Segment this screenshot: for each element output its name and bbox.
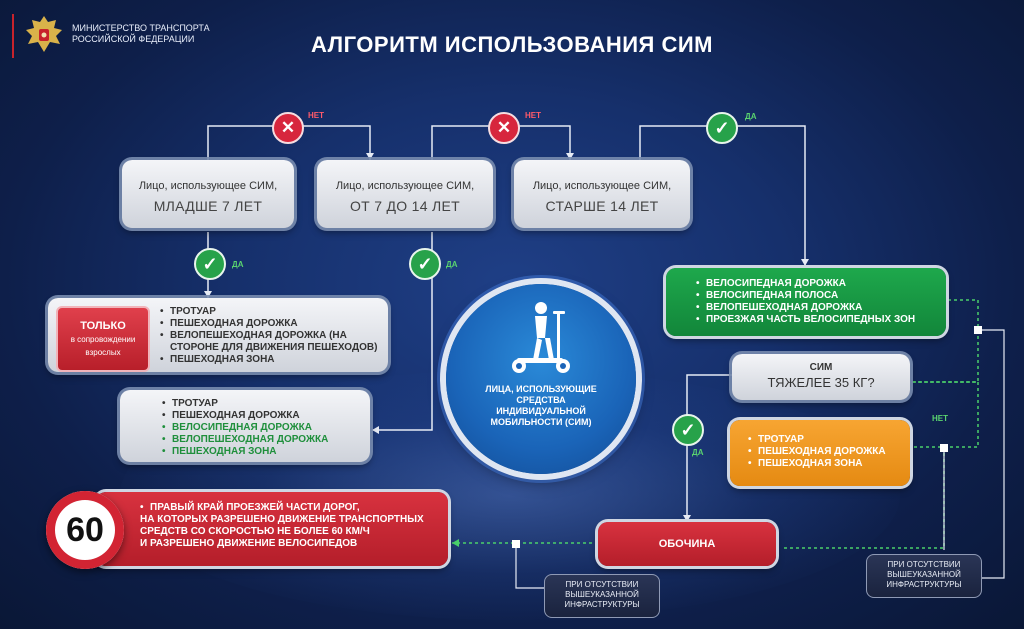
center-line1: ЛИЦА, ИСПОЛЬЗУЮЩИЕ <box>485 384 597 394</box>
age-box-line2: МЛАДШЕ 7 ЛЕТ <box>153 198 263 214</box>
center-line2: СРЕДСТВА <box>516 395 566 405</box>
list-item: СТОРОНЕ ДЛЯ ДВИЖЕНИЯ ПЕШЕХОДОВ) <box>170 342 378 353</box>
shoulder-label: ОБОЧИНА <box>658 538 716 550</box>
cross-icon: ✕ <box>272 112 304 144</box>
line-weight-down <box>686 374 732 522</box>
list-item: ВЕЛОСИПЕДНАЯ ПОЛОСА <box>696 290 936 302</box>
yes-label-top: ДА <box>745 112 757 121</box>
age-box-line1: Лицо, использующее СИМ, <box>138 180 278 192</box>
over14-allowed-box: ВЕЛОСИПЕДНАЯ ДОРОЖКА ВЕЛОСИПЕДНАЯ ПОЛОСА… <box>666 268 946 336</box>
line-right-note <box>978 329 1005 579</box>
list-item: ПЕШЕХОДНАЯ ЗОНА <box>160 354 386 366</box>
list-item: ВЕЛОСИПЕДНАЯ ДОРОЖКА <box>162 422 362 434</box>
road60-list: ПРАВЫЙ КРАЙ ПРОЕЗЖЕЙ ЧАСТИ ДОРОГ, НА КОТ… <box>140 502 440 550</box>
ministry-line2: РОССИЙСКОЙ ФЕДЕРАЦИИ <box>72 34 195 44</box>
not-heavy-list: ТРОТУАР ПЕШЕХОДНАЯ ДОРОЖКА ПЕШЕХОДНАЯ ЗО… <box>748 434 908 470</box>
list-item: ПЕШЕХОДНАЯ ЗОНА <box>162 446 362 458</box>
no-label-right: НЕТ <box>932 414 948 423</box>
note-line1: ПРИ ОТСУТСТВИИ <box>565 580 639 589</box>
no-label-2: НЕТ <box>525 111 541 120</box>
list-item: ТРОТУАР <box>748 434 908 446</box>
under7-list: ТРОТУАР ПЕШЕХОДНАЯ ДОРОЖКА ВЕЛОПЕШЕХОДНА… <box>160 306 386 366</box>
note-line3: ИНФРАСТРУКТУРЫ <box>564 600 640 609</box>
road60-box: ПРАВЫЙ КРАЙ ПРОЕЗЖЕЙ ЧАСТИ ДОРОГ, НА КОТ… <box>96 492 448 566</box>
page-title: АЛГОРИТМ ИСПОЛЬЗОВАНИЯ СИМ <box>311 32 713 57</box>
cross-icon: ✕ <box>488 112 520 144</box>
sim-center-circle: ЛИЦА, ИСПОЛЬЗУЮЩИЕ СРЕДСТВА ИНДИВИДУАЛЬН… <box>446 284 636 474</box>
note-line2: ВЫШЕУКАЗАННОЙ <box>887 570 961 579</box>
list-item: ТРОТУАР <box>160 306 386 318</box>
age-box-line1: Лицо, использующее СИМ, <box>532 180 672 192</box>
center-line4: МОБИЛЬНОСТИ (СИМ) <box>490 417 592 427</box>
list-item: ТРОТУАР <box>162 398 362 410</box>
age-box-under7: Лицо, использующее СИМ, МЛАДШЕ 7 ЛЕТ <box>122 160 294 228</box>
over14-list: ВЕЛОСИПЕДНАЯ ДОРОЖКА ВЕЛОСИПЕДНАЯ ПОЛОСА… <box>696 278 936 326</box>
check-icon: ✓ <box>672 414 704 446</box>
note-no-infrastructure-right: ПРИ ОТСУТСТВИИ ВЫШЕУКАЗАННОЙ ИНФРАСТРУКТ… <box>866 554 982 598</box>
header-accent-bar <box>12 14 14 58</box>
age-box-line1: Лицо, использующее СИМ, <box>335 180 475 192</box>
badge-line3: взрослых <box>85 348 121 357</box>
list-item: ПЕШЕХОДНАЯ ДОРОЖКА <box>160 318 386 330</box>
note-line3: ИНФРАСТРУКТУРЫ <box>886 580 962 589</box>
weight-line1: СИМ <box>809 362 833 373</box>
line-bottom-note <box>515 545 545 589</box>
ministry-name: МИНИСТЕРСТВО ТРАНСПОРТА РОССИЙСКОЙ ФЕДЕР… <box>72 23 232 45</box>
age-box-line2: СТАРШЕ 14 ЛЕТ <box>545 198 659 214</box>
check-icon: ✓ <box>194 248 226 280</box>
yes-label-mid: ДА <box>446 260 458 269</box>
only-with-adults-badge: ТОЛЬКО в сопровождении взрослых <box>56 306 150 372</box>
road60-line2: НА КОТОРЫХ РАЗРЕШЕНО ДВИЖЕНИЕ ТРАНСПОРТН… <box>140 514 424 525</box>
yes-label-left: ДА <box>232 260 244 269</box>
list-item: ВЕЛОПЕШЕХОДНАЯ ДОРОЖКА <box>696 302 936 314</box>
road60-line4: И РАЗРЕШЕНО ДВИЖЕНИЕ ВЕЛОСИПЕДОВ <box>140 538 358 549</box>
speed-limit-sign-icon: 60 <box>46 491 124 569</box>
speed-limit-value: 60 <box>66 511 104 549</box>
list-item: ПРОЕЗЖАЯ ЧАСТЬ ВЕЛОСИПЕДНЫХ ЗОН <box>696 314 936 326</box>
age-box-line2: ОТ 7 ДО 14 ЛЕТ <box>349 198 460 214</box>
not-heavy-allowed-box: ТРОТУАР ПЕШЕХОДНАЯ ДОРОЖКА ПЕШЕХОДНАЯ ЗО… <box>730 420 910 486</box>
shoulder-box: ОБОЧИНА <box>598 522 776 566</box>
note-line1: ПРИ ОТСУТСТВИИ <box>887 560 961 569</box>
age-box-over14: Лицо, использующее СИМ, СТАРШЕ 14 ЛЕТ <box>514 160 690 228</box>
center-line3: ИНДИВИДУАЛЬНОЙ <box>496 406 586 416</box>
under7-allowed-box: ТОЛЬКО в сопровождении взрослых ТРОТУАР … <box>48 298 388 372</box>
list-item: ВЕЛОПЕШЕХОДНАЯ ДОРОЖКА (НА <box>160 330 386 342</box>
note-no-infrastructure-bottom: ПРИ ОТСУТСТВИИ ВЫШЕУКАЗАННОЙ ИНФРАСТРУКТ… <box>544 574 660 618</box>
note-line2: ВЫШЕУКАЗАННОЙ <box>565 590 639 599</box>
road60-line3: СРЕДСТВ СО СКОРОСТЬЮ НЕ БОЛЕЕ 60 КМ/Ч <box>140 526 370 537</box>
coat-of-arms-icon <box>26 16 62 52</box>
list-item: ВЕЛОСИПЕДНАЯ ДОРОЖКА <box>696 278 936 290</box>
badge-line1: ТОЛЬКО <box>80 320 126 332</box>
list-item: ПЕШЕХОДНАЯ ДОРОЖКА <box>748 446 908 458</box>
no-label-1: НЕТ <box>308 111 324 120</box>
ministry-line1: МИНИСТЕРСТВО ТРАНСПОРТА <box>72 23 210 33</box>
road60-line1: ПРАВЫЙ КРАЙ ПРОЕЗЖЕЙ ЧАСТИ ДОРОГ, <box>140 502 440 514</box>
list-item: ПЕШЕХОДНАЯ ДОРОЖКА <box>162 410 362 422</box>
badge-line2: в сопровождении <box>70 335 136 344</box>
age7to14-list: ТРОТУАР ПЕШЕХОДНАЯ ДОРОЖКА ВЕЛОСИПЕДНАЯ … <box>162 398 362 458</box>
age-box-7to14: Лицо, использующее СИМ, ОТ 7 ДО 14 ЛЕТ <box>317 160 493 228</box>
yes-label-lower: ДА <box>692 448 704 457</box>
check-icon: ✓ <box>706 112 738 144</box>
check-icon: ✓ <box>409 248 441 280</box>
age7to14-allowed-box: ТРОТУАР ПЕШЕХОДНАЯ ДОРОЖКА ВЕЛОСИПЕДНАЯ … <box>120 390 370 462</box>
list-item: ВЕЛОПЕШЕХОДНАЯ ДОРОЖКА <box>162 434 362 446</box>
weight-line2: ТЯЖЕЛЕЕ 35 КГ? <box>767 375 875 390</box>
center-caption: ЛИЦА, ИСПОЛЬЗУЮЩИЕ СРЕДСТВА ИНДИВИДУАЛЬН… <box>446 384 636 428</box>
weight-question-box: СИМ ТЯЖЕЛЕЕ 35 КГ? <box>732 354 910 400</box>
line-7to14-down <box>372 232 433 431</box>
scooter-rider-icon <box>512 302 570 373</box>
list-item: ПЕШЕХОДНАЯ ЗОНА <box>748 458 908 470</box>
